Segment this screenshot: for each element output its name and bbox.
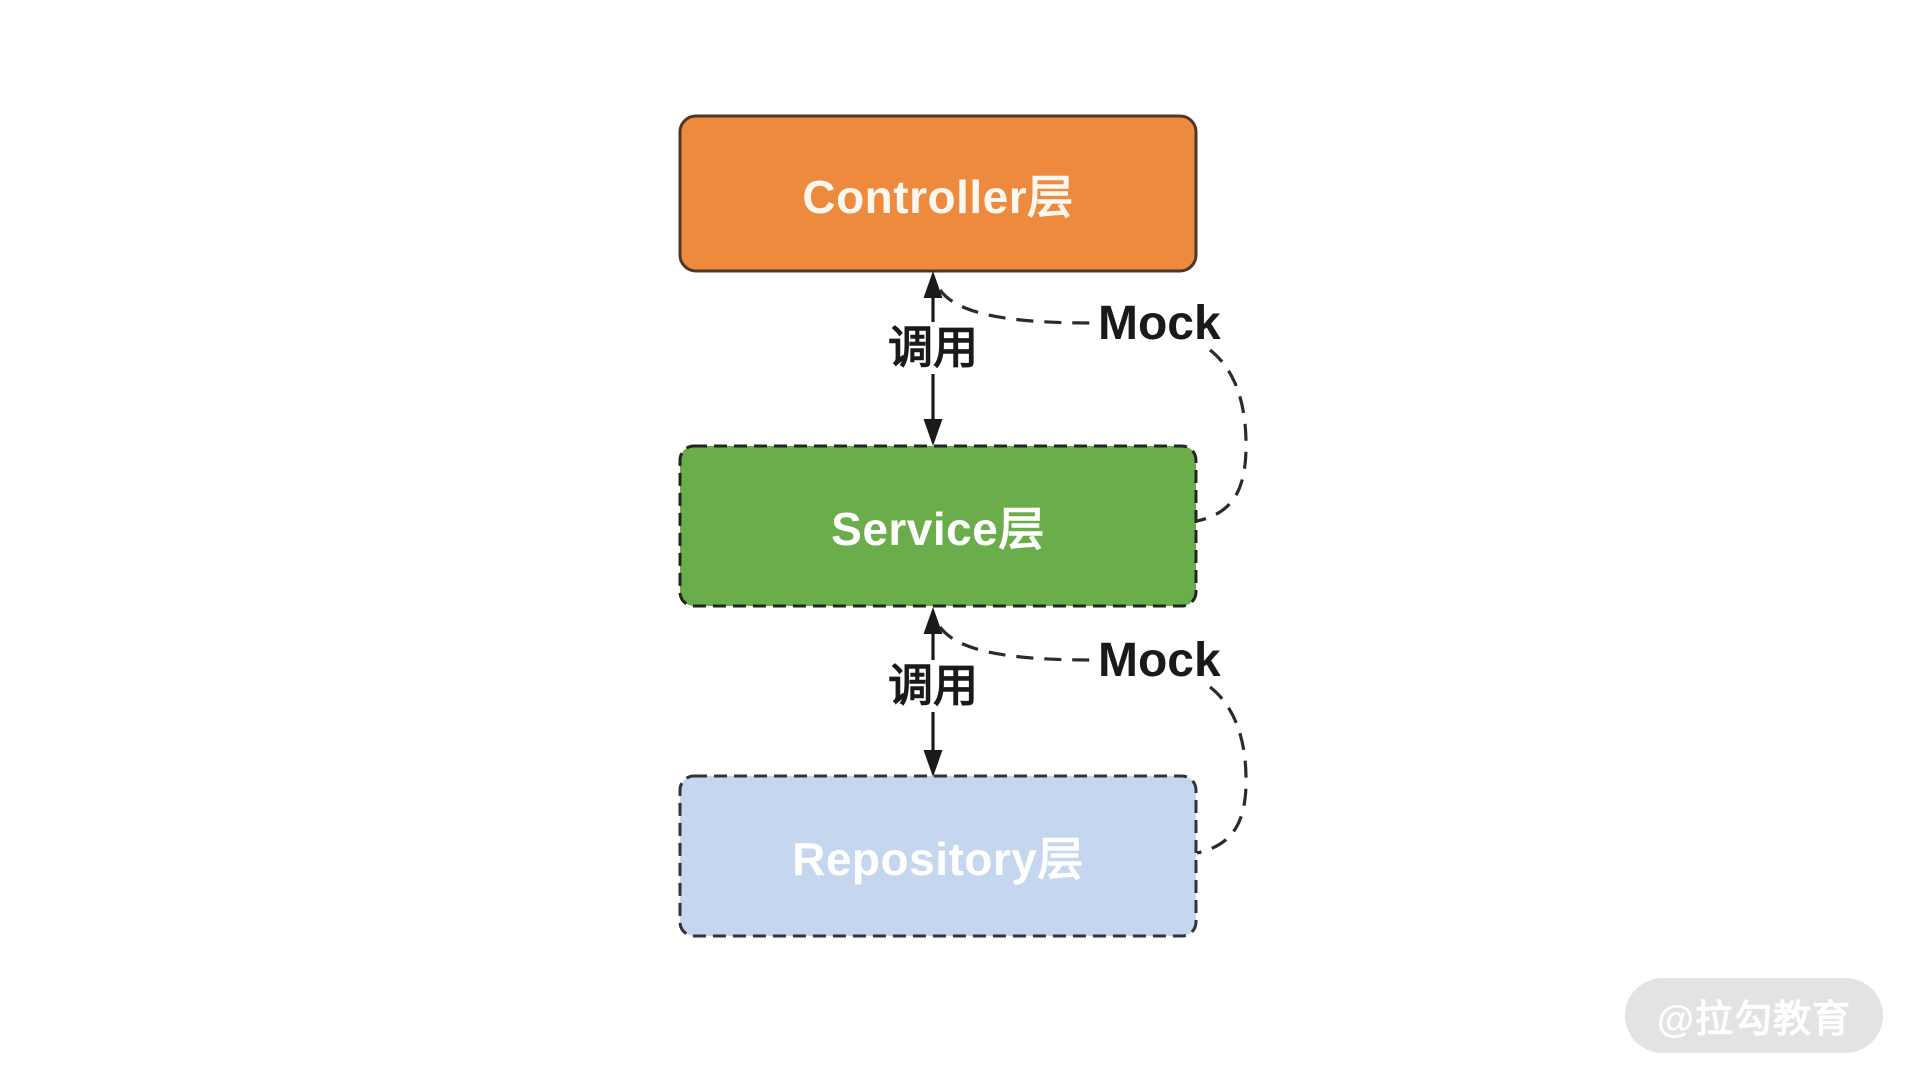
mock-curve-lower-out xyxy=(1196,685,1248,855)
controller-node-box xyxy=(678,114,1198,273)
mock-edge-label-repository: Mock xyxy=(1098,634,1221,687)
service-node-box xyxy=(678,444,1198,608)
call-edge-label-service-repository: 调用 xyxy=(871,660,995,712)
mock-edge-label-service: Mock xyxy=(1098,297,1221,350)
mock-curve-upper-in xyxy=(938,289,1093,325)
call-edge-label-controller-service: 调用 xyxy=(871,322,995,374)
repository-node-box xyxy=(678,774,1198,938)
mock-curve-lower-in xyxy=(938,626,1093,662)
mock-curve-upper-out xyxy=(1196,348,1248,523)
watermark-badge: @拉勾教育 xyxy=(1625,978,1883,1053)
